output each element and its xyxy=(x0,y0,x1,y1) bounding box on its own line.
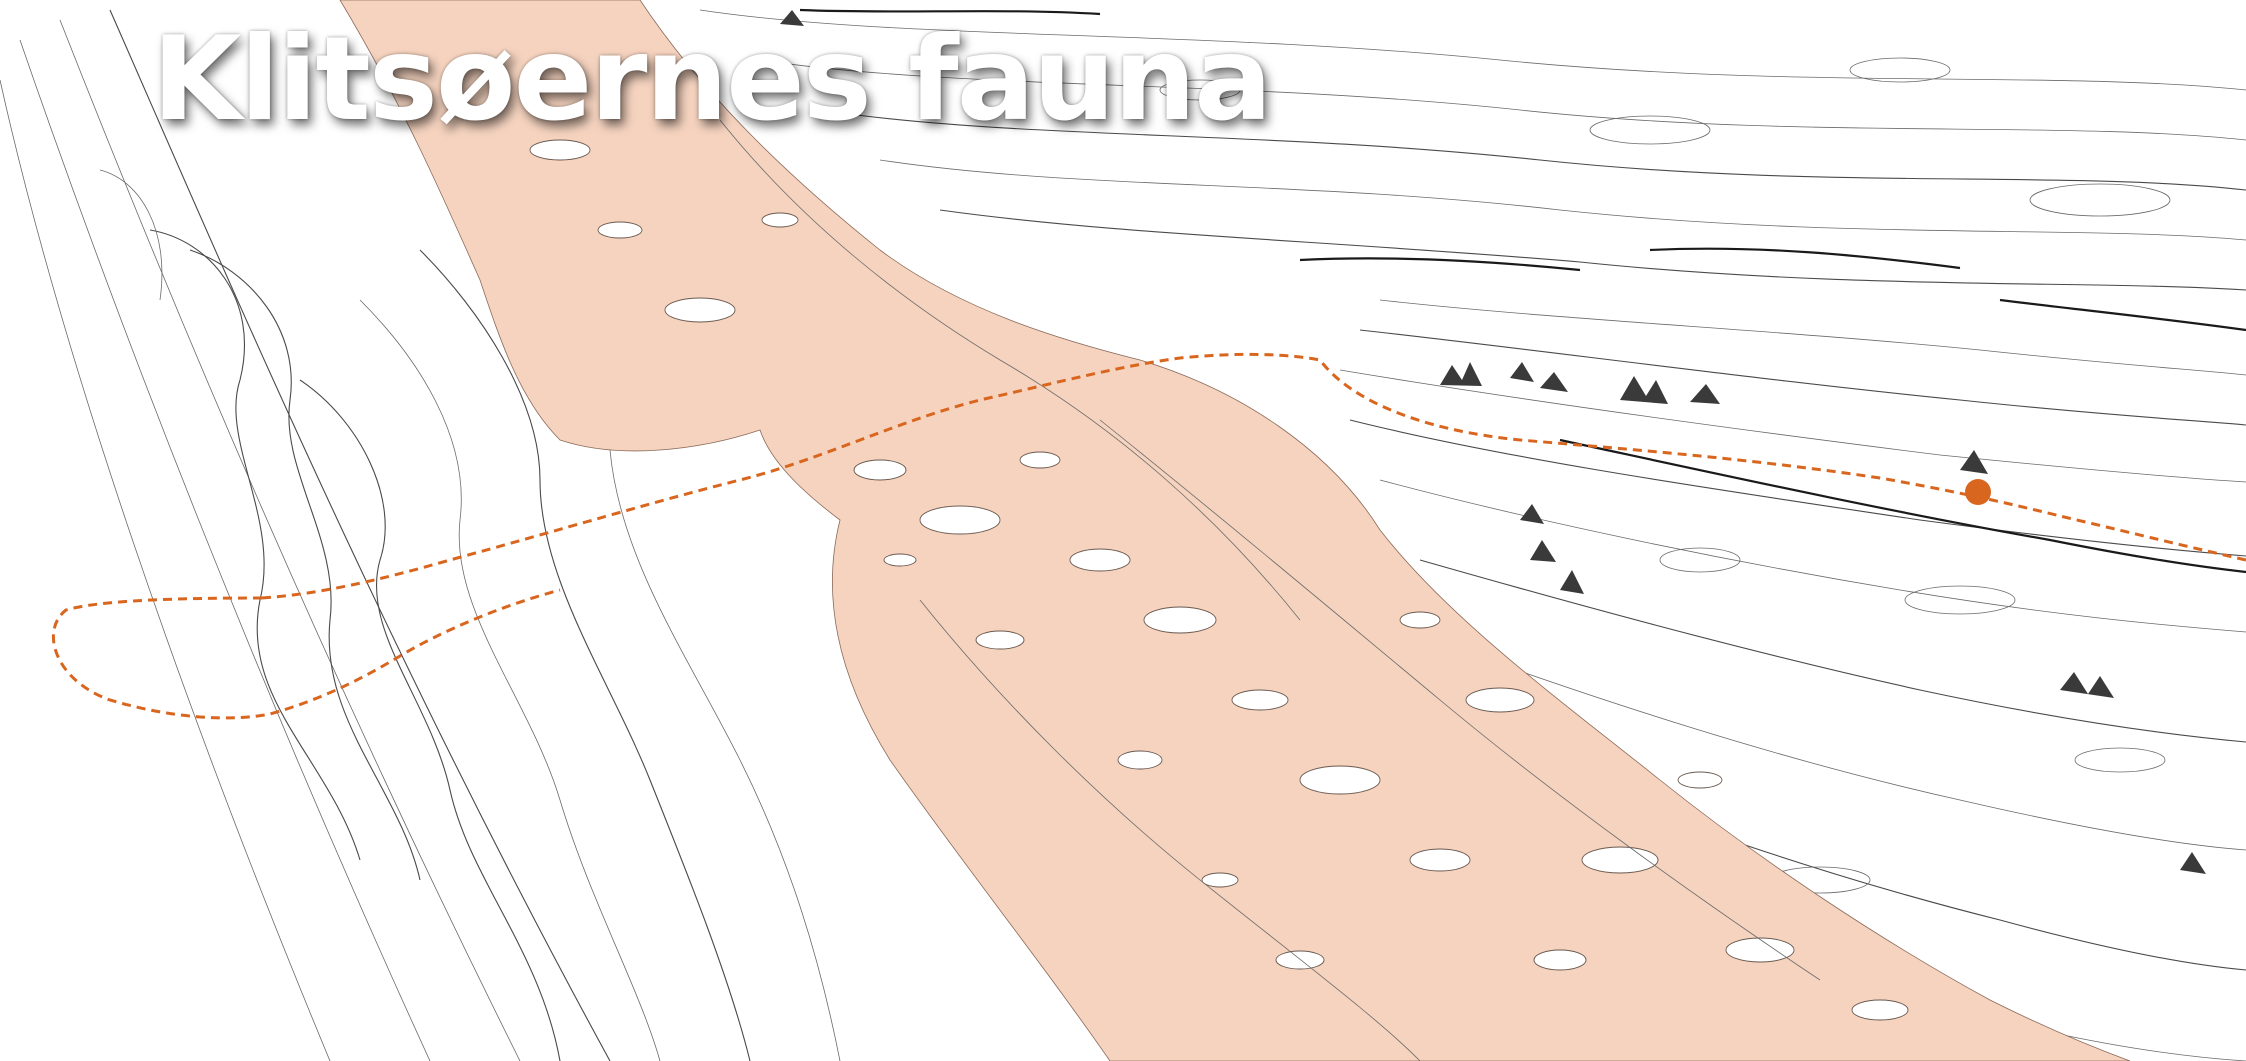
route-line xyxy=(261,352,2246,600)
rock-features xyxy=(780,10,2206,874)
page-title: Klitsøernes fauna xyxy=(152,12,1272,147)
route-loop xyxy=(51,588,561,720)
ridge-lines xyxy=(799,8,2246,574)
location-marker-icon xyxy=(1965,479,1991,505)
left-contours xyxy=(0,9,841,1061)
dune-zone xyxy=(339,0,2131,1061)
